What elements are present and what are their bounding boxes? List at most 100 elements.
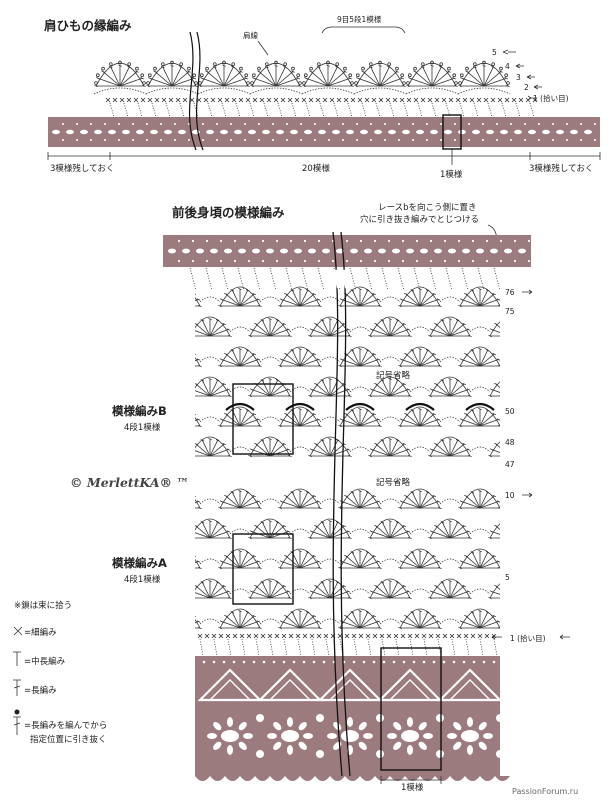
single-crochet-mark [161,97,167,103]
lace-dot [426,123,428,125]
chain-arc [319,498,341,505]
lace-petal [238,721,247,731]
lace-petal [453,741,462,751]
stitch-connector [325,638,330,657]
single-crochet-mark [371,97,377,103]
chain-arc [530,529,550,534]
lace-dot [302,660,306,664]
slip-connector [253,267,261,291]
lace-eyelet [322,248,330,254]
slip-connector [493,267,501,291]
row-50-label: 50 [505,407,515,416]
main-row-numbers: 76 75 記号省略 50 48 47 記号省略 10 5 1 (拾い目) [376,288,570,643]
top-one-pattern: 1模様 [440,169,463,180]
lace-dot [472,660,476,664]
lace-triangle-inner [268,679,312,701]
lace-dot [342,123,344,125]
lace-dot [422,660,426,664]
fan-motif [338,286,382,308]
chain-arc [530,589,550,594]
fan-motif [368,436,412,458]
half-double-crochet-icon [13,651,21,666]
lace-scallop [330,776,345,781]
lace-dot [468,123,470,125]
lace-eyelet [234,129,242,135]
fan-motif [278,346,322,368]
lace-petal [418,741,427,751]
single-crochet-mark [484,633,490,639]
slip-connector [237,267,245,291]
lace-dot [440,123,442,125]
single-crochet-mark [267,633,273,639]
single-crochet-mark [372,633,378,639]
single-crochet-mark [210,97,216,103]
single-crochet-mark [463,633,469,639]
lace-dot [104,139,106,141]
lace-eyelet [376,750,384,758]
stitch-connector [339,638,344,657]
pattern-b-accent-arc [285,402,315,411]
lace-dot [429,239,433,243]
lace-dot [471,239,475,243]
lace-dot [426,139,428,141]
lace-petal [213,741,222,751]
footer-site: PassionForum.ru [512,787,578,796]
lace-dot [216,139,218,141]
lace-eyelet [542,129,550,135]
fan-motif [368,518,412,540]
stitch-connector [515,102,521,118]
single-crochet-mark [448,97,454,103]
pattern-a-box [232,533,294,605]
chain-arc [301,87,355,95]
stitch-connector [501,102,507,118]
lace-dot [90,139,92,141]
lace-dot [272,123,274,125]
stitch-connector [451,638,456,657]
lace-eyelet [490,248,498,254]
lace-eyelet [304,129,312,135]
lace-eyelet [528,129,536,135]
chain-arc [199,618,221,625]
lace-eyelet [436,750,444,758]
lace-dot [471,259,475,263]
fan-motif [308,578,352,600]
fan-motif [278,406,322,428]
lace-dot [457,239,461,243]
chain-arc [439,356,461,363]
top-single-crochet-row [105,97,538,118]
lace-dot [104,123,106,125]
lace-petal [363,733,373,739]
stitch-connector [255,638,260,657]
single-crochet-mark [168,97,174,103]
chain-arc [229,326,251,333]
chain-arc [199,498,221,505]
chain-arc [289,528,311,535]
lace-dot [412,139,414,141]
single-crochet-mark [441,97,447,103]
single-crochet-mark [225,633,231,639]
lace-dot [212,660,216,664]
single-crochet-mark [344,633,350,639]
lace-eyelet [66,129,74,135]
stitch-connector [465,638,470,657]
lace-dot [286,139,288,141]
lace-dot [202,660,206,664]
single-crochet-mark [497,97,503,103]
stitch-connector [529,102,535,118]
fan-motif [458,60,510,88]
lace-dot [252,660,256,664]
chain-arc [199,356,221,363]
lace-eyelet [256,750,264,758]
fan-motif [308,376,352,398]
lace-eyelet [122,129,130,135]
lace-dot [62,139,64,141]
single-crochet-mark [421,633,427,639]
fan-motif [195,578,232,600]
stitch-connector [417,102,423,118]
lace-dot [452,660,456,664]
fan-motif [195,376,232,398]
lace-dot [412,660,416,664]
slip-connector [477,267,485,291]
fan-motif [488,321,500,338]
lace-eyelet [514,129,522,135]
